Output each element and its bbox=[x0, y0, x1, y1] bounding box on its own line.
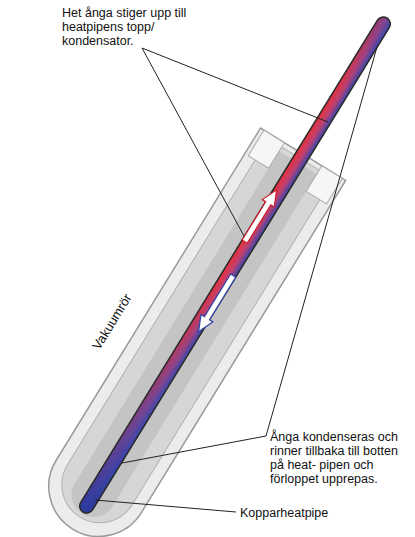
condensate-down-arrow bbox=[193, 272, 240, 336]
tube-cap bbox=[306, 166, 342, 204]
part-label: Kopparheatpipe bbox=[240, 506, 328, 520]
vapour-up-arrow bbox=[239, 186, 283, 245]
callout-text: Het ånga stiger upp till heatpipens topp… bbox=[62, 6, 212, 48]
leader-line bbox=[142, 48, 244, 236]
leader-line bbox=[122, 436, 266, 463]
leader-line bbox=[142, 48, 328, 122]
leader-line bbox=[95, 500, 236, 512]
tube-cap bbox=[248, 130, 284, 168]
leader-line bbox=[266, 47, 377, 436]
callout-text: Ånga kondenseras och rinner tillbaka til… bbox=[270, 430, 410, 486]
